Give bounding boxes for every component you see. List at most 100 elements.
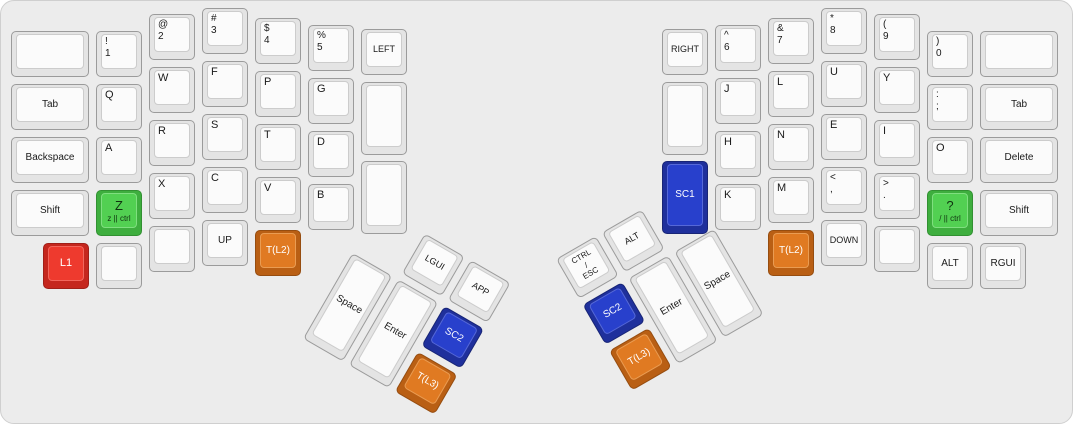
g-face: G [313, 81, 349, 116]
key-tab-left[interactable]: Tab [11, 84, 89, 130]
blank-left-in2-face [366, 164, 402, 226]
key-rgui[interactable]: RGUI [980, 243, 1026, 289]
left-arrow-key-label: LEFT [367, 33, 401, 66]
key-v[interactable]: V [255, 177, 301, 223]
key-r[interactable]: R [149, 120, 195, 166]
key-blank-left-b1[interactable] [96, 243, 142, 289]
key-star-8[interactable]: *8 [821, 8, 867, 54]
h-label: H [724, 136, 732, 149]
key-caret-6[interactable]: ^6 [715, 25, 761, 71]
key-blank-left-in2[interactable] [361, 161, 407, 234]
hash-3-label: #3 [211, 13, 217, 36]
paren-9-label-line-0: ( [883, 19, 887, 30]
key-hash-3[interactable]: #3 [202, 8, 248, 54]
key-paren-9[interactable]: (9 [874, 14, 920, 60]
key-b[interactable]: B [308, 184, 354, 230]
key-blank-right-in1[interactable] [662, 82, 708, 155]
key-down[interactable]: DOWN [821, 220, 867, 266]
paren-9-label: (9 [883, 19, 889, 42]
l-label: L [777, 76, 783, 89]
key-amp-7[interactable]: &7 [768, 18, 814, 64]
key-e[interactable]: E [821, 114, 867, 160]
key-j[interactable]: J [715, 78, 761, 124]
key-blank-left-in1[interactable] [361, 82, 407, 155]
ctrl-esc-face: CTRL/ESC [561, 241, 611, 290]
key-blank-top-left[interactable] [11, 31, 89, 77]
t-l3-left-label: T(L3) [404, 358, 450, 404]
key-up[interactable]: UP [202, 220, 248, 266]
alt-thumb-label: ALT [609, 216, 655, 262]
key-l[interactable]: L [768, 71, 814, 117]
key-n[interactable]: N [768, 124, 814, 170]
key-i[interactable]: I [874, 120, 920, 166]
key-left-arrow-key[interactable]: LEFT [361, 29, 407, 75]
alt-thumb-label-line-0: ALT [622, 230, 642, 247]
u-label: U [830, 66, 838, 79]
excl-1-label-line-0: ! [105, 36, 108, 47]
key-t[interactable]: T [255, 124, 301, 170]
d-label-line-0: D [317, 136, 325, 148]
key-q[interactable]: Q [96, 84, 142, 130]
paren-9-label-line-1: 9 [883, 30, 889, 42]
key-backspace[interactable]: Backspace [11, 137, 89, 183]
key-w[interactable]: W [149, 67, 195, 113]
key-f[interactable]: F [202, 61, 248, 107]
key-blank-left-b2[interactable] [149, 226, 195, 272]
key-t-l2-right[interactable]: T(L2) [768, 230, 814, 276]
key-tab-right[interactable]: Tab [980, 84, 1058, 130]
y-label: Y [883, 72, 890, 85]
key-right-arrow-key[interactable]: RIGHT [662, 29, 708, 75]
f-label: F [211, 66, 218, 79]
key-k[interactable]: K [715, 184, 761, 230]
star-8-face: *8 [826, 11, 862, 46]
p-face: P [260, 74, 296, 109]
t-label: T [264, 129, 271, 142]
key-h[interactable]: H [715, 131, 761, 177]
percent-5-label-line-1: 5 [317, 41, 323, 53]
key-t-l2-left[interactable]: T(L2) [255, 230, 301, 276]
key-period[interactable]: >. [874, 173, 920, 219]
key-blank-right-b1[interactable] [874, 226, 920, 272]
key-u[interactable]: U [821, 61, 867, 107]
key-question-ctrl[interactable]: ?/ || ctrl [927, 190, 973, 236]
key-shift-left[interactable]: Shift [11, 190, 89, 236]
key-s[interactable]: S [202, 114, 248, 160]
key-at-2[interactable]: @2 [149, 14, 195, 60]
app-label: APP [457, 266, 503, 312]
sc1-face: SC1 [667, 164, 703, 226]
key-d[interactable]: D [308, 131, 354, 177]
n-face: N [773, 127, 809, 162]
key-paren-0[interactable]: )0 [927, 31, 973, 77]
key-x[interactable]: X [149, 173, 195, 219]
key-percent-5[interactable]: %5 [308, 25, 354, 71]
key-m[interactable]: M [768, 177, 814, 223]
key-colon-semi[interactable]: :; [927, 84, 973, 130]
key-alt-right[interactable]: ALT [927, 243, 973, 289]
key-comma[interactable]: <, [821, 167, 867, 213]
key-y[interactable]: Y [874, 67, 920, 113]
v-label-line-0: V [264, 182, 272, 194]
key-a[interactable]: A [96, 137, 142, 183]
key-dollar-4[interactable]: $4 [255, 18, 301, 64]
comma-face: <, [826, 170, 862, 205]
caret-6-face: ^6 [720, 28, 756, 63]
blank-right-in1-face [667, 85, 703, 147]
key-delete[interactable]: Delete [980, 137, 1058, 183]
key-c[interactable]: C [202, 167, 248, 213]
key-p[interactable]: P [255, 71, 301, 117]
key-excl-1[interactable]: !1 [96, 31, 142, 77]
key-o[interactable]: O [927, 137, 973, 183]
down-label: DOWN [827, 224, 861, 257]
t-l3-right-label: T(L3) [616, 334, 662, 380]
key-shift-right[interactable]: Shift [980, 190, 1058, 236]
alt-thumb-face: ALT [607, 214, 657, 263]
key-g[interactable]: G [308, 78, 354, 124]
key-l1[interactable]: L1 [43, 243, 89, 289]
key-blank-top-right[interactable] [980, 31, 1058, 77]
shift-left-label: Shift [17, 194, 83, 227]
j-label-line-0: J [724, 83, 730, 95]
key-sc1[interactable]: SC1 [662, 161, 708, 234]
dollar-4-label-line-0: $ [264, 23, 270, 34]
